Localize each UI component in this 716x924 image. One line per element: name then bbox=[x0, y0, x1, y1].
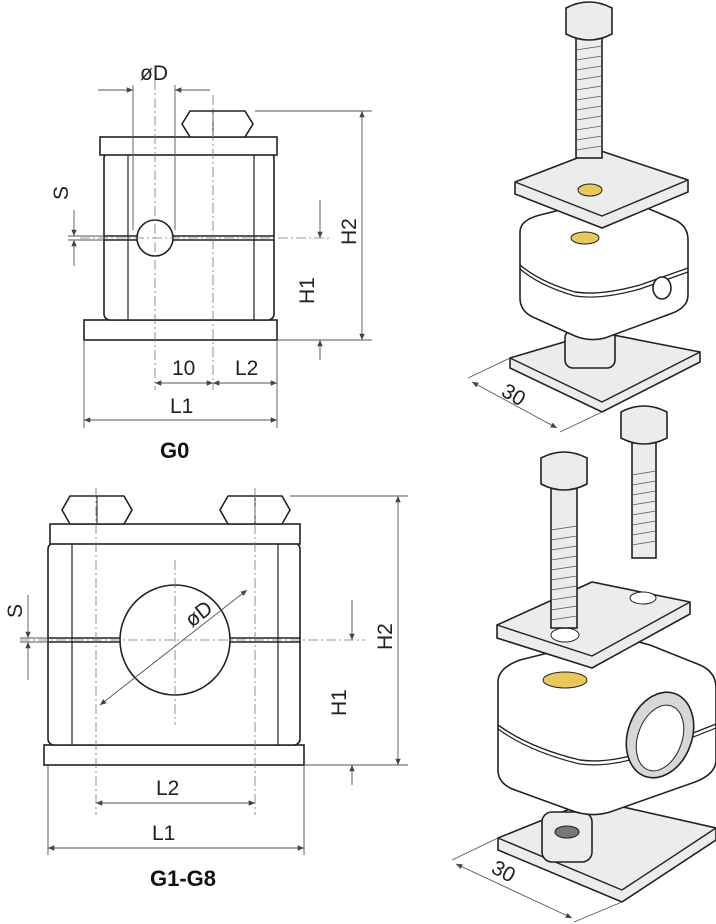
iso-g1g8-bolt-head-right bbox=[620, 405, 668, 445]
g0-l2-label: L2 bbox=[235, 357, 258, 380]
iso-g0-bolt-hole bbox=[577, 183, 603, 197]
iso-g0-exploded-view: 30 bbox=[467, 1, 701, 433]
g0-top-plate bbox=[99, 136, 278, 156]
iso-g1g8-bolt-hole-right bbox=[629, 591, 657, 605]
iso-g1g8-bolt-head-left bbox=[540, 451, 588, 491]
g0-ten-label: 10 bbox=[172, 357, 195, 380]
g0-hex-nut bbox=[181, 110, 254, 138]
g1g8-front-view: øD S H2 H1 L2 L1 G1-G8 bbox=[4, 488, 408, 891]
g0-title: G0 bbox=[160, 438, 189, 463]
g1g8-s-label: S bbox=[4, 604, 27, 618]
iso-g1g8-bolt-hole-left bbox=[550, 627, 580, 643]
g0-front-view: øD S H2 H1 10 L2 L1 G0 bbox=[50, 62, 372, 463]
g0-h2-label: H2 bbox=[338, 218, 361, 245]
g1g8-l2-label: L2 bbox=[156, 777, 179, 800]
g1g8-title: G1-G8 bbox=[150, 866, 216, 891]
iso-g0-width-label: 30 bbox=[498, 379, 530, 411]
iso-g0-bolt-head bbox=[565, 1, 613, 41]
g0-diameter-label: øD bbox=[140, 62, 168, 85]
iso-g0-pipe-hole bbox=[652, 276, 672, 300]
iso-g1g8-bolt-right bbox=[631, 439, 657, 559]
g0-base-plate bbox=[83, 319, 278, 341]
g1g8-base-plate bbox=[43, 744, 305, 766]
iso-g1g8-width-label: 30 bbox=[488, 856, 519, 887]
g1g8-h1-label: H1 bbox=[328, 689, 351, 716]
g1g8-l1-label: L1 bbox=[152, 822, 175, 845]
g1g8-h2-label: H2 bbox=[374, 623, 397, 650]
g0-l1-label: L1 bbox=[170, 395, 193, 418]
g0-s-label: S bbox=[50, 186, 73, 200]
g1g8-top-plate bbox=[49, 523, 301, 545]
g0-h1-label: H1 bbox=[296, 277, 319, 304]
iso-g1g8-exploded-view: 30 bbox=[451, 405, 716, 923]
